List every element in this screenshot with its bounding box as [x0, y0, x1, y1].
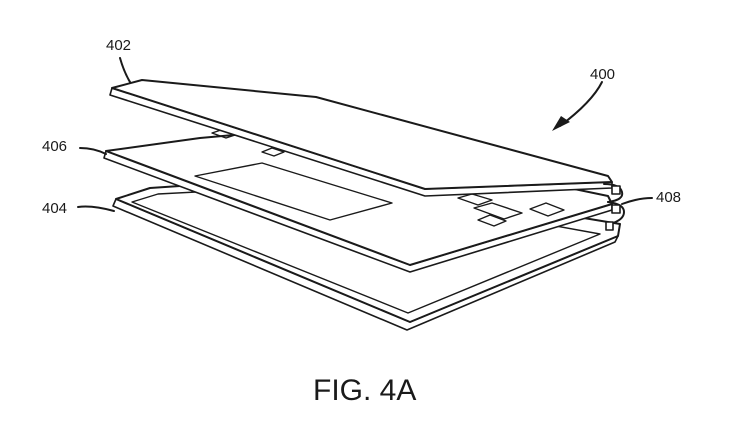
arrowhead-icon — [552, 116, 570, 131]
leader-arrow-400 — [559, 81, 603, 127]
leader-408 — [621, 197, 653, 205]
leader-404 — [77, 205, 115, 212]
leader-406 — [79, 147, 107, 155]
leader-402 — [119, 57, 131, 83]
top-panel — [109, 79, 613, 197]
label-400: 400 — [590, 66, 615, 83]
label-408: 408 — [656, 189, 681, 206]
label-402: 402 — [106, 37, 131, 54]
label-404: 404 — [42, 200, 67, 217]
hinge — [603, 183, 625, 231]
leader-lines — [77, 57, 653, 212]
figure-caption: FIG. 4A — [313, 374, 416, 407]
label-406: 406 — [42, 138, 67, 155]
